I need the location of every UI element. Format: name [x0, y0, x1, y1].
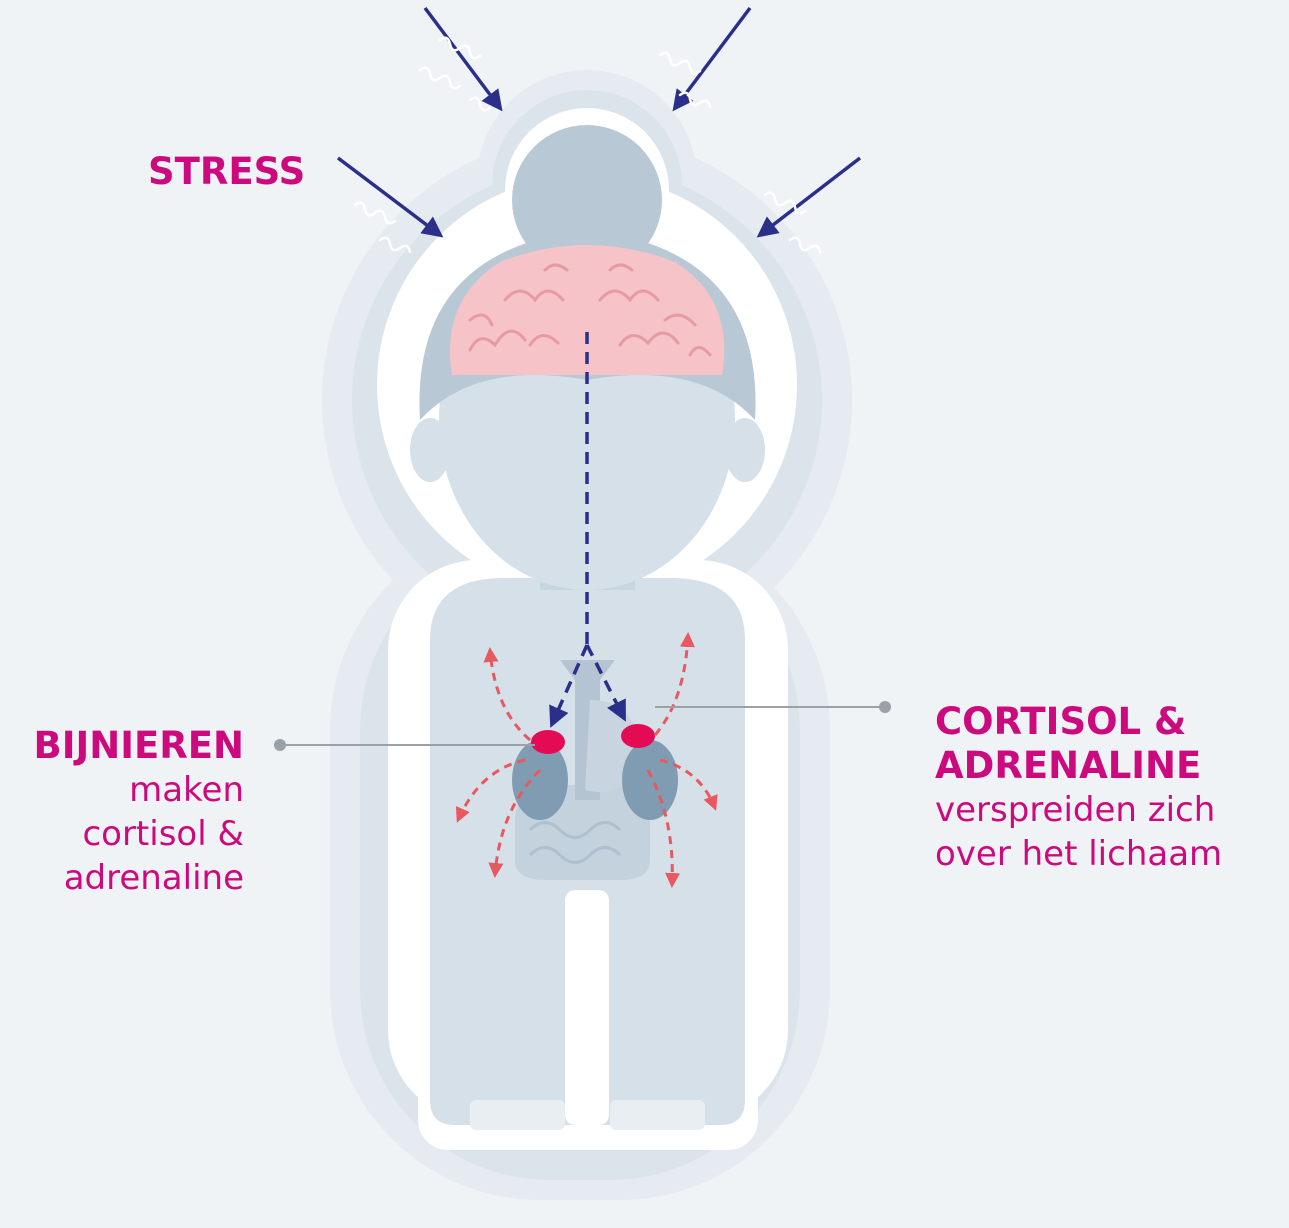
hormones-line-2: over het lichaam [935, 832, 1222, 876]
hormones-title-line-2: ADRENALINE [935, 744, 1222, 788]
stress-label: STRESS [148, 150, 305, 194]
hormones-title-line-1: CORTISOL & [935, 700, 1222, 744]
adrenal-glands-callout: BIJNIEREN maken cortisol & adrenaline [20, 724, 244, 900]
adrenal-glands-line-1: maken [20, 768, 244, 812]
left-adrenal-gland [531, 730, 565, 754]
right-adrenal-gland [621, 724, 655, 748]
adrenal-glands-line-3: adrenaline [20, 856, 244, 900]
adrenal-glands-line-2: cortisol & [20, 812, 244, 856]
adrenal-glands-title: BIJNIEREN [20, 724, 244, 768]
hormones-line-1: verspreiden zich [935, 788, 1222, 832]
hormones-callout: CORTISOL & ADRENALINE verspreiden zich o… [935, 700, 1222, 876]
right-kidney [622, 740, 678, 820]
